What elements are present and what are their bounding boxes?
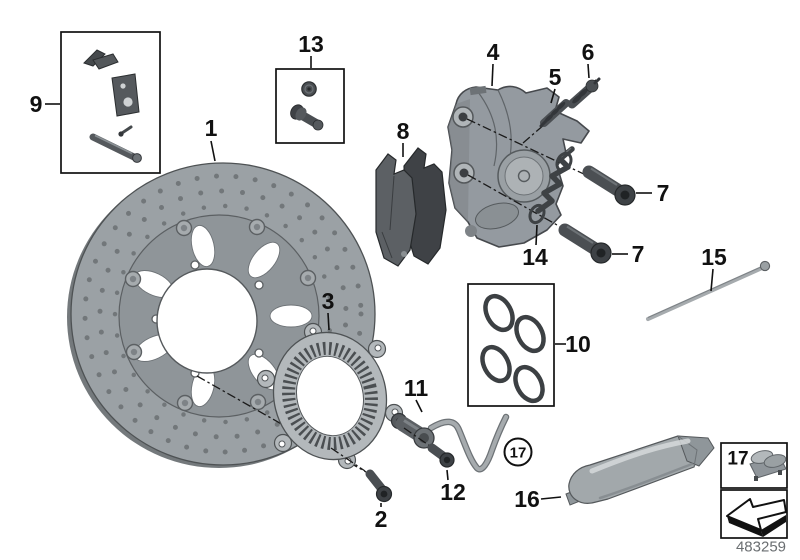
abs-sensor-ring bbox=[256, 322, 404, 470]
callout-15[interactable]: 15 bbox=[701, 244, 727, 270]
caliper-bolt-7a bbox=[582, 165, 636, 206]
callout-5[interactable]: 5 bbox=[549, 64, 562, 90]
callout-14[interactable]: 14 bbox=[522, 244, 548, 270]
leader-6 bbox=[587, 63, 590, 79]
brake-pads bbox=[375, 147, 447, 267]
callout-10[interactable]: 10 bbox=[565, 331, 591, 357]
callout-9[interactable]: 9 bbox=[30, 91, 43, 117]
callout-16[interactable]: 16 bbox=[514, 486, 540, 512]
pad-clip-parts bbox=[83, 49, 142, 163]
callout-4[interactable]: 4 bbox=[487, 39, 500, 65]
brand-logo-icon bbox=[517, 169, 531, 183]
leader-5 bbox=[550, 88, 556, 104]
axis-ring-to-bolt2 bbox=[330, 447, 366, 472]
callout-17-inset: 17 bbox=[727, 449, 748, 470]
mount-bolt-2 bbox=[365, 469, 393, 503]
retaining-spring-14 bbox=[528, 146, 575, 225]
leader-15 bbox=[710, 268, 714, 292]
seal-kit-box-10 bbox=[467, 283, 555, 407]
callout-2[interactable]: 2 bbox=[375, 506, 388, 532]
callout-3[interactable]: 3 bbox=[322, 288, 335, 314]
callout-17-circled: 17 bbox=[510, 445, 527, 462]
leader-1 bbox=[210, 140, 216, 162]
bleed-cap-kit-box-13 bbox=[275, 68, 345, 144]
callout-11[interactable]: 11 bbox=[404, 375, 429, 401]
callout-7a[interactable]: 7 bbox=[657, 180, 670, 206]
disc-rivets bbox=[124, 218, 318, 412]
leader-16 bbox=[540, 496, 562, 500]
bleed-screw-5 bbox=[539, 99, 570, 128]
callout-7b[interactable]: 7 bbox=[632, 241, 645, 267]
diagram-code: 483259 bbox=[736, 539, 786, 556]
leader-4 bbox=[491, 63, 494, 87]
leader-11 bbox=[415, 399, 423, 413]
sensor-bolt-12 bbox=[427, 443, 455, 468]
cable-tie-15 bbox=[646, 260, 771, 321]
callout-8[interactable]: 8 bbox=[397, 118, 410, 144]
hardware-kit-box-9 bbox=[60, 31, 161, 174]
pad-clip-inset-17: 17 bbox=[720, 442, 788, 489]
leader-12 bbox=[446, 469, 449, 481]
direction-arrow-box bbox=[720, 489, 788, 539]
leader-14 bbox=[535, 224, 538, 246]
callout-13[interactable]: 13 bbox=[298, 31, 324, 57]
callout-12[interactable]: 12 bbox=[440, 479, 466, 505]
callout-1[interactable]: 1 bbox=[205, 115, 218, 141]
bleed-cap-6 bbox=[567, 77, 601, 109]
axis-bolt-7b bbox=[467, 174, 567, 231]
caliper-bolt-7b bbox=[558, 223, 612, 264]
direction-arrow-icon bbox=[726, 498, 787, 537]
pad-clip-icon bbox=[749, 450, 787, 481]
abs-sensor-11 bbox=[390, 412, 510, 473]
leader-3 bbox=[327, 312, 330, 331]
circled-callout-17[interactable]: 17 bbox=[503, 437, 533, 467]
grease-tube-16 bbox=[565, 435, 715, 506]
callout-6[interactable]: 6 bbox=[582, 39, 595, 65]
